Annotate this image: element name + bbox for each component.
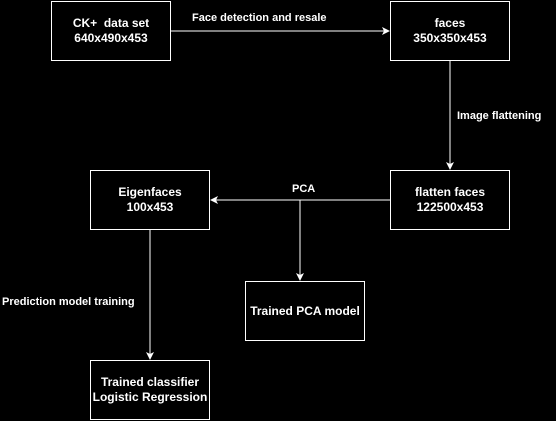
edge-label-prediction-training: Prediction model training (2, 296, 135, 308)
node-flatten-title: flatten faces (414, 185, 486, 199)
node-classifier-subtitle: Logistic Regression (92, 390, 208, 404)
node-faces-dims: 350x350x453 (413, 31, 487, 45)
node-faces-title: faces (434, 16, 466, 30)
node-flatten-faces: flatten faces 122500x453 (390, 170, 510, 230)
node-trained-classifier: Trained classifier Logistic Regression (90, 360, 210, 420)
node-pca-title: Trained PCA model (250, 303, 360, 318)
node-eigen-dims: 100x453 (126, 200, 174, 214)
node-ck-dataset: CK+ data set 640x490x453 (51, 1, 171, 61)
node-faces: faces 350x350x453 (390, 1, 510, 61)
edge-label-image-flattening: Image flattening (457, 110, 542, 122)
node-flatten-dims: 122500x453 (416, 200, 484, 214)
node-eigen-title: Eigenfaces (118, 185, 182, 199)
node-classifier-title: Trained classifier (100, 375, 200, 389)
edge-label-face-detection: Face detection and resale (192, 12, 327, 24)
edge-label-pca: PCA (292, 183, 316, 195)
node-ck-dims: 640x490x453 (74, 31, 148, 45)
node-trained-pca-model: Trained PCA model (245, 281, 365, 341)
node-ck-title: CK+ data set (72, 16, 150, 30)
node-eigenfaces: Eigenfaces 100x453 (90, 170, 210, 230)
